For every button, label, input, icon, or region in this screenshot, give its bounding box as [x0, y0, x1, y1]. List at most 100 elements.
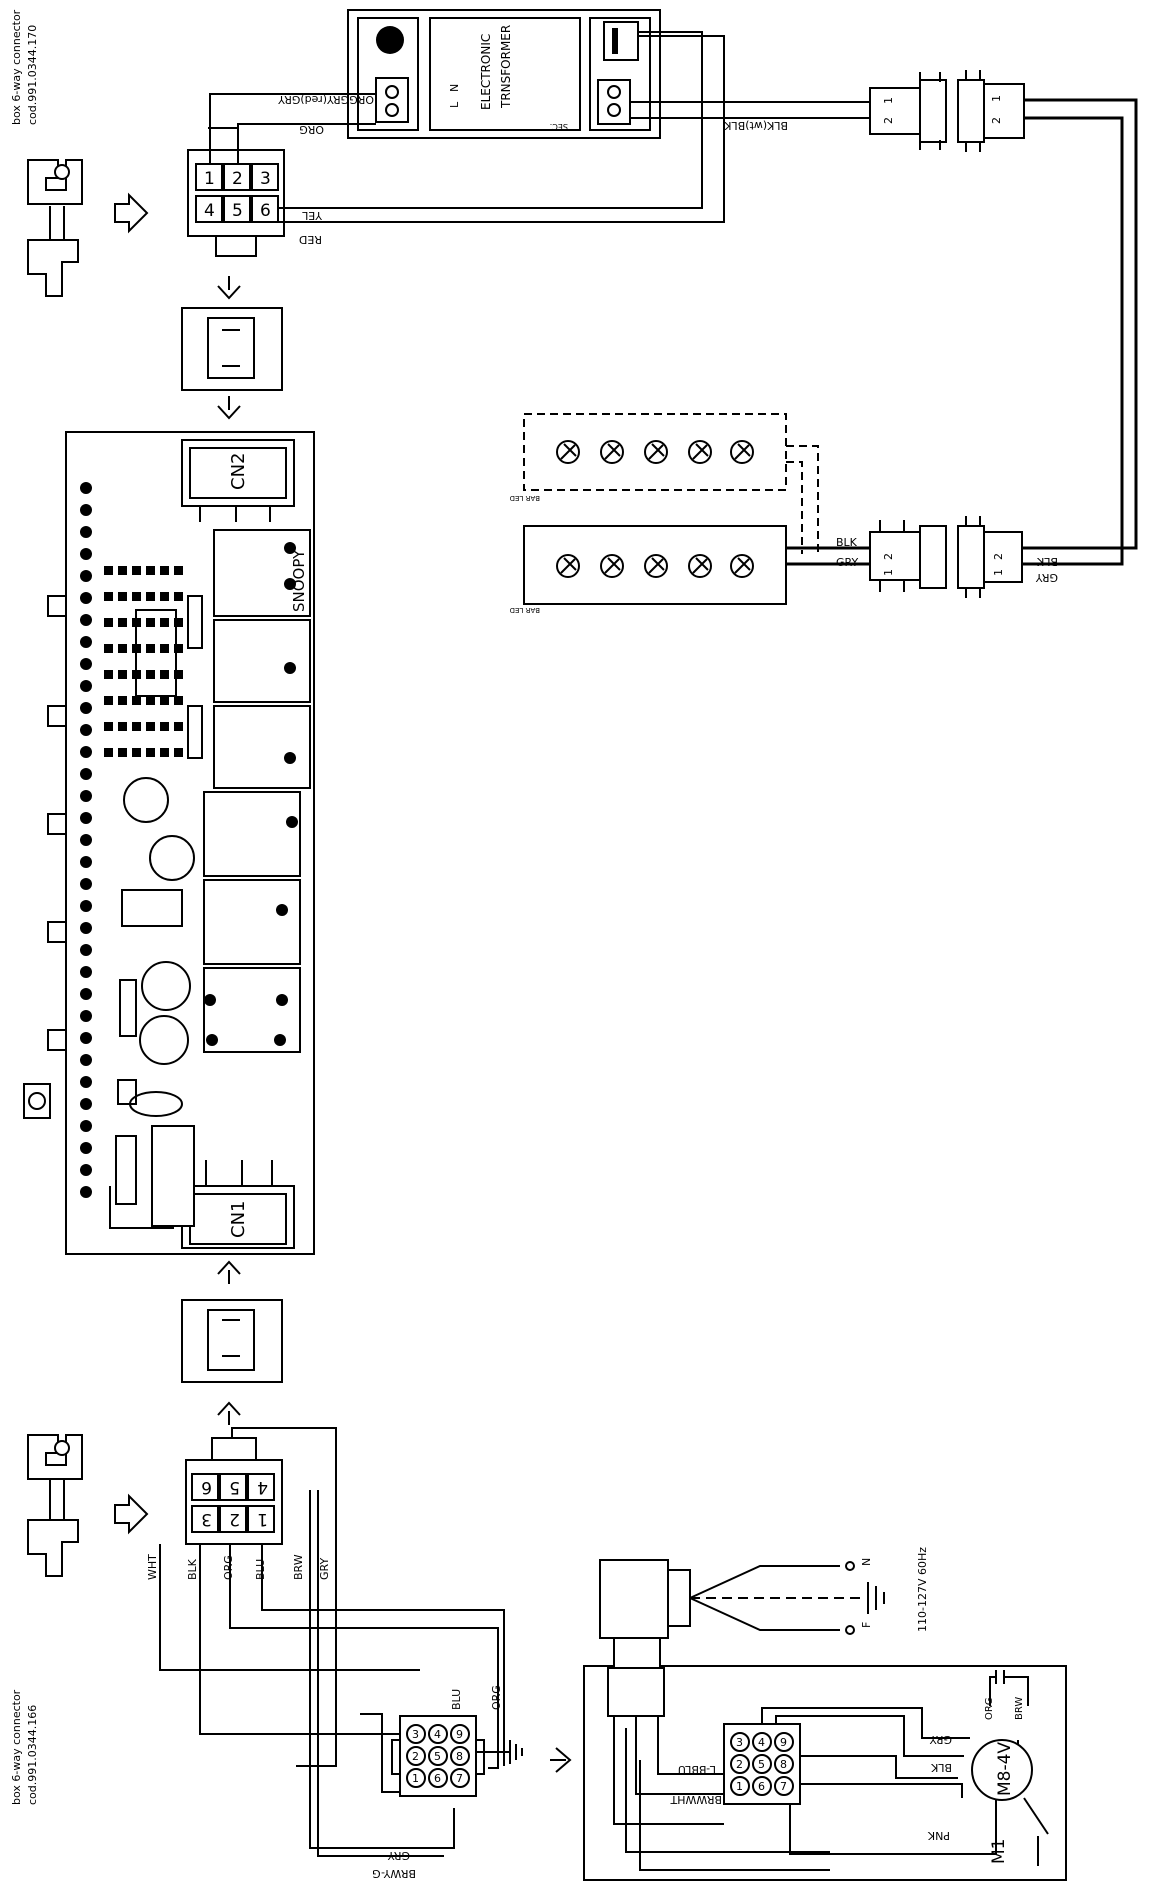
led-icon-mark [560, 557, 577, 574]
pin-socket [406, 1724, 426, 1744]
wire-label-red: RED [299, 233, 322, 246]
led-icon-mark [604, 443, 621, 460]
jst-pin: 2 [882, 553, 895, 560]
mains-n: N [860, 1558, 873, 1566]
smd-component [118, 670, 127, 679]
pin-number: 5 [434, 1750, 441, 1763]
top-connector-caption: box 6-way connector [10, 9, 23, 125]
smd-component [104, 670, 113, 679]
jst-connector-top-left: 2 1 [869, 72, 947, 150]
top-6way-connector: 1 2 3 4 5 6 [187, 149, 285, 257]
smd-component [104, 722, 113, 731]
smd-component [146, 748, 155, 757]
mains-spec: 110-127V 60Hz [916, 1547, 929, 1632]
bar-led-upper: BAR LED [510, 413, 819, 554]
wire-label-brw: BRW [1014, 1697, 1025, 1720]
jst-pin: 1 [882, 569, 895, 576]
mains-cord [689, 1565, 840, 1631]
wire-label-org: ORG [984, 1697, 995, 1720]
solder-pad [80, 1164, 92, 1176]
wire-label-yel: YEL [301, 209, 323, 222]
solder-pad [206, 1034, 218, 1046]
pin-socket [774, 1776, 794, 1796]
top-wiring [208, 31, 870, 223]
solder-pad [80, 856, 92, 868]
pin-number: 3 [412, 1728, 419, 1741]
pin-number: 8 [780, 1758, 787, 1771]
pin-number: 9 [780, 1736, 787, 1749]
jst-pin: 2 [882, 117, 895, 124]
smd-component [132, 618, 141, 627]
smd-component [160, 592, 169, 601]
smd-component [160, 618, 169, 627]
smd-component [132, 670, 141, 679]
solder-pad [284, 752, 296, 764]
smd-component [146, 644, 155, 653]
solder-pad [80, 790, 92, 802]
solder-pad [80, 878, 92, 890]
solder-pad [80, 834, 92, 846]
pin-socket [406, 1768, 426, 1788]
wire-label-blkwt: BLK(wt)BLK [724, 119, 788, 132]
pin-number: 3 [736, 1736, 743, 1749]
led-row-upper [556, 440, 754, 464]
solder-pad [80, 680, 92, 692]
led-icon-mark [692, 443, 709, 460]
pin-number: 7 [456, 1772, 463, 1785]
smd-component [146, 566, 155, 575]
smd-component [174, 592, 183, 601]
pin-number: 2 [232, 169, 243, 189]
pin-number: 4 [758, 1736, 765, 1749]
wire-label-pnk: PNK [927, 1829, 950, 1842]
wire-label-wht: WHT [146, 1554, 159, 1580]
smd-component [160, 722, 169, 731]
pcb-cn2: CN2 [228, 453, 249, 491]
solder-pad [80, 724, 92, 736]
wire-label-brwwht: BRWWHT [670, 1793, 722, 1806]
wire-label-blk: BLK [836, 536, 858, 549]
solder-pad [80, 1054, 92, 1066]
wire-label-lbblu: L-BBLU [678, 1763, 716, 1776]
pin-number: 2 [229, 1509, 240, 1529]
solder-pad [80, 1098, 92, 1110]
smd-component [174, 618, 183, 627]
pin-number: 1 [257, 1509, 268, 1529]
pcb-name: SNOOPY [290, 549, 308, 612]
arrow-down-icon [217, 276, 241, 300]
transformer-title: ELECTRONIC [479, 34, 493, 110]
wire-label-blu: BLU [254, 1559, 267, 1580]
pin-number: 6 [758, 1780, 765, 1793]
wire-label-gry: GRY [836, 556, 858, 569]
smd-component [132, 748, 141, 757]
pin-number: 5 [229, 1477, 240, 1497]
plug-socket [599, 1559, 691, 1728]
solder-pad [80, 658, 92, 670]
bottom-connector-caption: box 6-way connector [10, 1689, 23, 1805]
smd-component [104, 618, 113, 627]
jst-connector-mid-right: 2 1 [957, 516, 1023, 598]
pin-socket [730, 1776, 750, 1796]
solder-pad [80, 482, 92, 494]
pcb-board: CN2 CN1 SNOOPY [23, 431, 315, 1255]
smd-component [174, 696, 183, 705]
bottom-plug [181, 1299, 283, 1383]
pin-number: 2 [412, 1750, 419, 1763]
smd-component [146, 722, 155, 731]
transformer-sec: SEC. [550, 122, 568, 131]
mains-f: F [860, 1622, 873, 1628]
pin-socket [450, 1724, 470, 1744]
wire-label-gry: GRY [388, 1849, 410, 1862]
pin-number: 5 [758, 1758, 765, 1771]
arrow-right-icon [114, 1493, 149, 1535]
motor: M8-4V M1 [971, 1670, 1049, 1866]
wire-label-orggry: ORGGRY(red)GRY [278, 93, 374, 106]
pin-number: 6 [201, 1477, 212, 1497]
smd-component [118, 748, 127, 757]
smd-component [118, 644, 127, 653]
arrow-up-icon [217, 1260, 241, 1284]
bar-led-label: BAR LED [510, 606, 540, 614]
arrow-down-icon [217, 396, 241, 420]
solder-pad [80, 900, 92, 912]
jst-pin: 2 [990, 117, 1003, 124]
smd-component [174, 566, 183, 575]
